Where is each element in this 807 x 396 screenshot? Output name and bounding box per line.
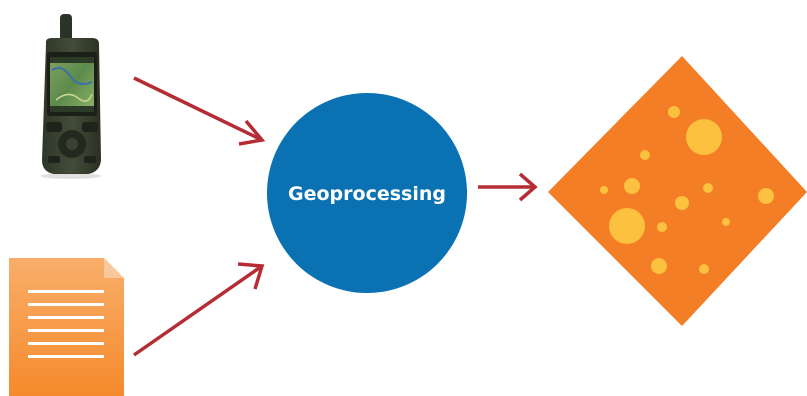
arrow-gps-to-process xyxy=(133,76,266,146)
process-label: Geoprocessing xyxy=(288,183,446,205)
geoprocessing-node: Geoprocessing xyxy=(267,93,467,293)
arrow-document-to-process xyxy=(133,262,265,357)
raster-output-icon xyxy=(548,56,807,326)
document-icon xyxy=(9,258,124,396)
arrow-process-to-output xyxy=(478,172,538,202)
gps-device-icon xyxy=(41,14,101,179)
process-circle xyxy=(267,93,467,293)
